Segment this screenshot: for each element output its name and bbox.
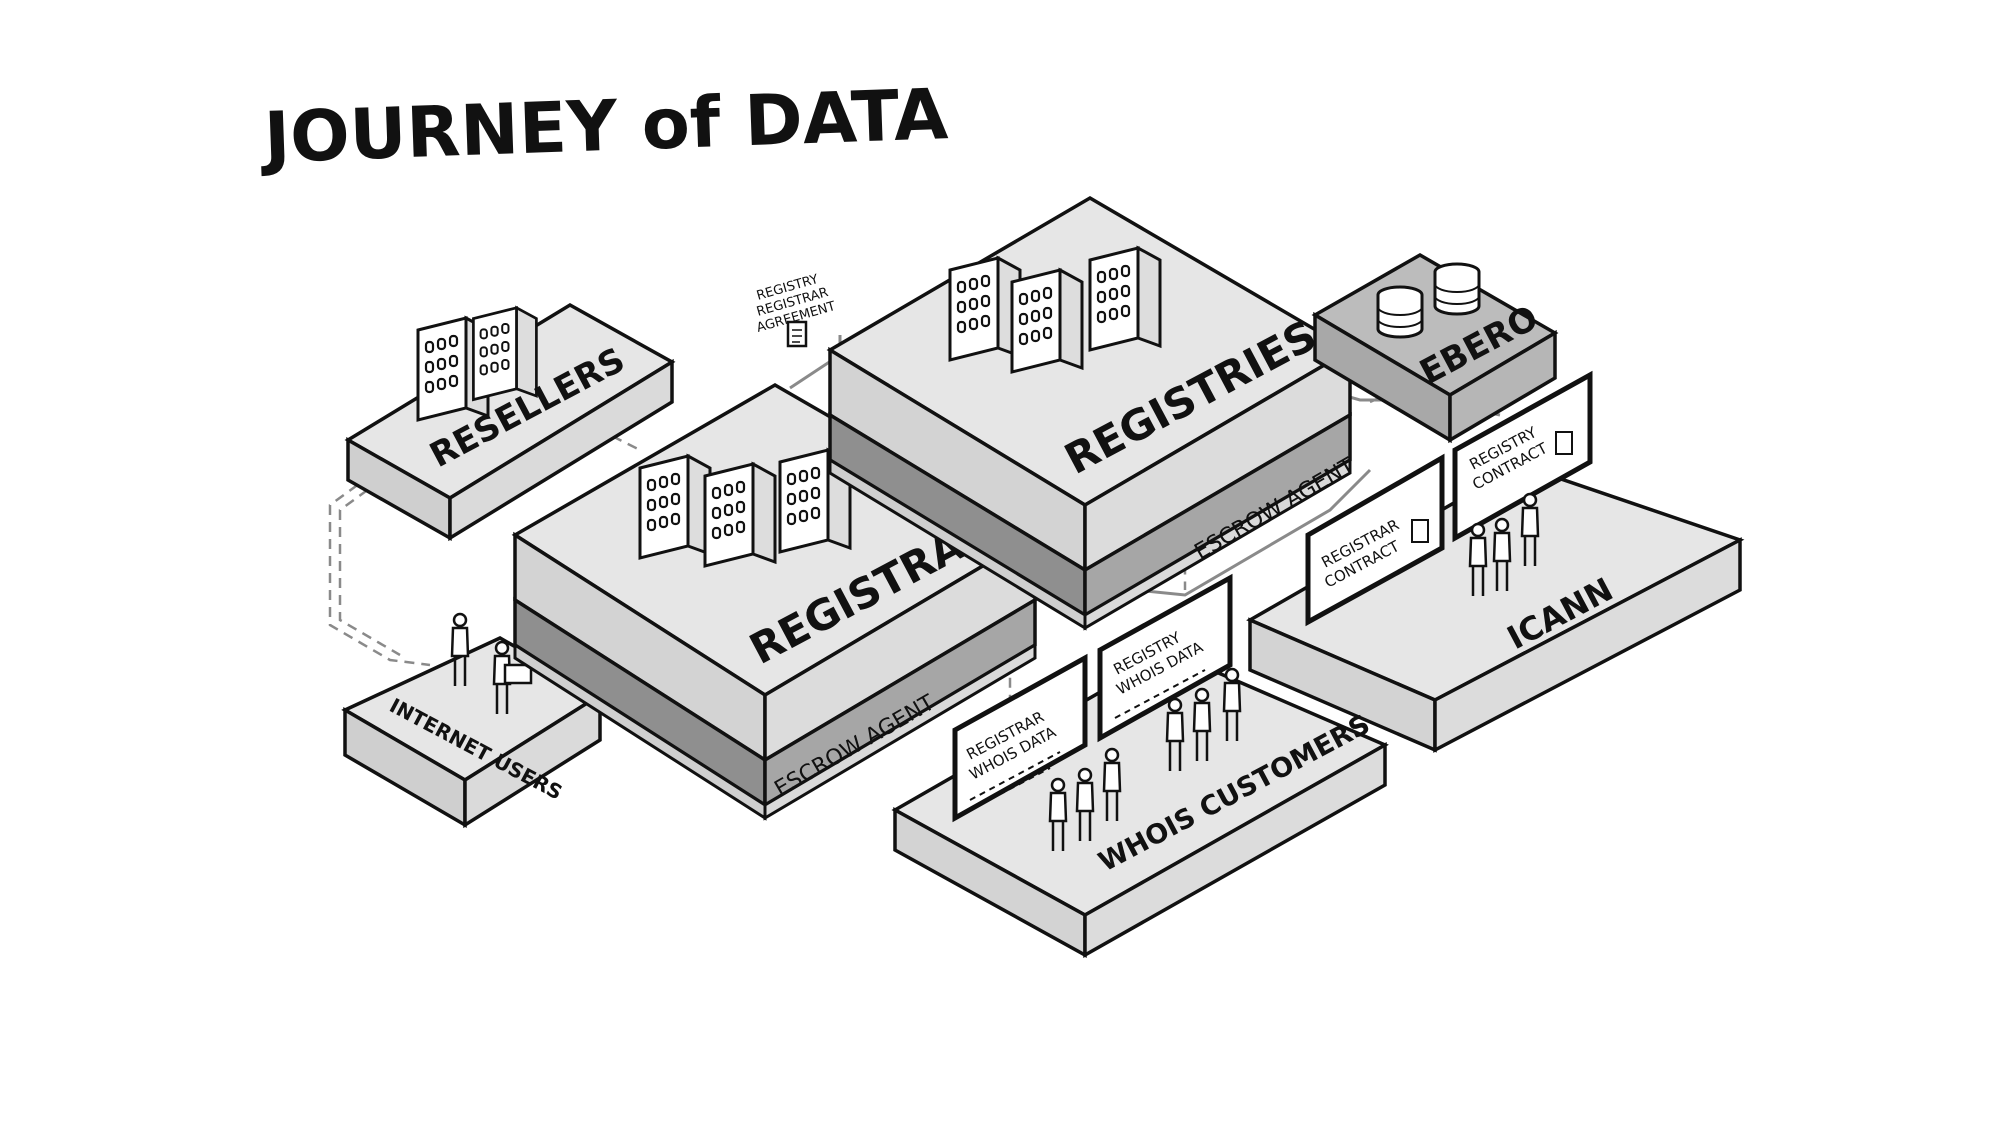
document-icon [1555, 431, 1573, 455]
registry-whois-board: REGISTRY WHOIS DATA [1097, 573, 1233, 743]
icann-platform: REGISTRAR CONTRACT REGISTRY CONTRACT ICA… [1246, 370, 1745, 753]
document-icon [1411, 519, 1429, 543]
database-icon [1376, 285, 1424, 339]
internet-users-platform: INTERNET USERS [341, 612, 604, 829]
ebero-platform: EBERO [1311, 252, 1559, 444]
document-icon [786, 320, 808, 348]
registry-registrar-agreement: REGISTRY REGISTRAR AGREEMENT [755, 272, 837, 348]
resellers-platform: RESELLERS [344, 302, 676, 542]
registrar-contract-board: REGISTRAR CONTRACT [1305, 453, 1445, 627]
registrar-whois-board: REGISTRAR WHOIS DATA [952, 653, 1088, 823]
database-icon [1433, 262, 1481, 316]
whois-customers-platform: REGISTRAR WHOIS DATA REGISTRY WHOIS DATA… [891, 573, 1389, 959]
diagram-title: JOURNEY of DATA [259, 73, 949, 179]
registry-contract-board: REGISTRY CONTRACT [1452, 370, 1593, 543]
